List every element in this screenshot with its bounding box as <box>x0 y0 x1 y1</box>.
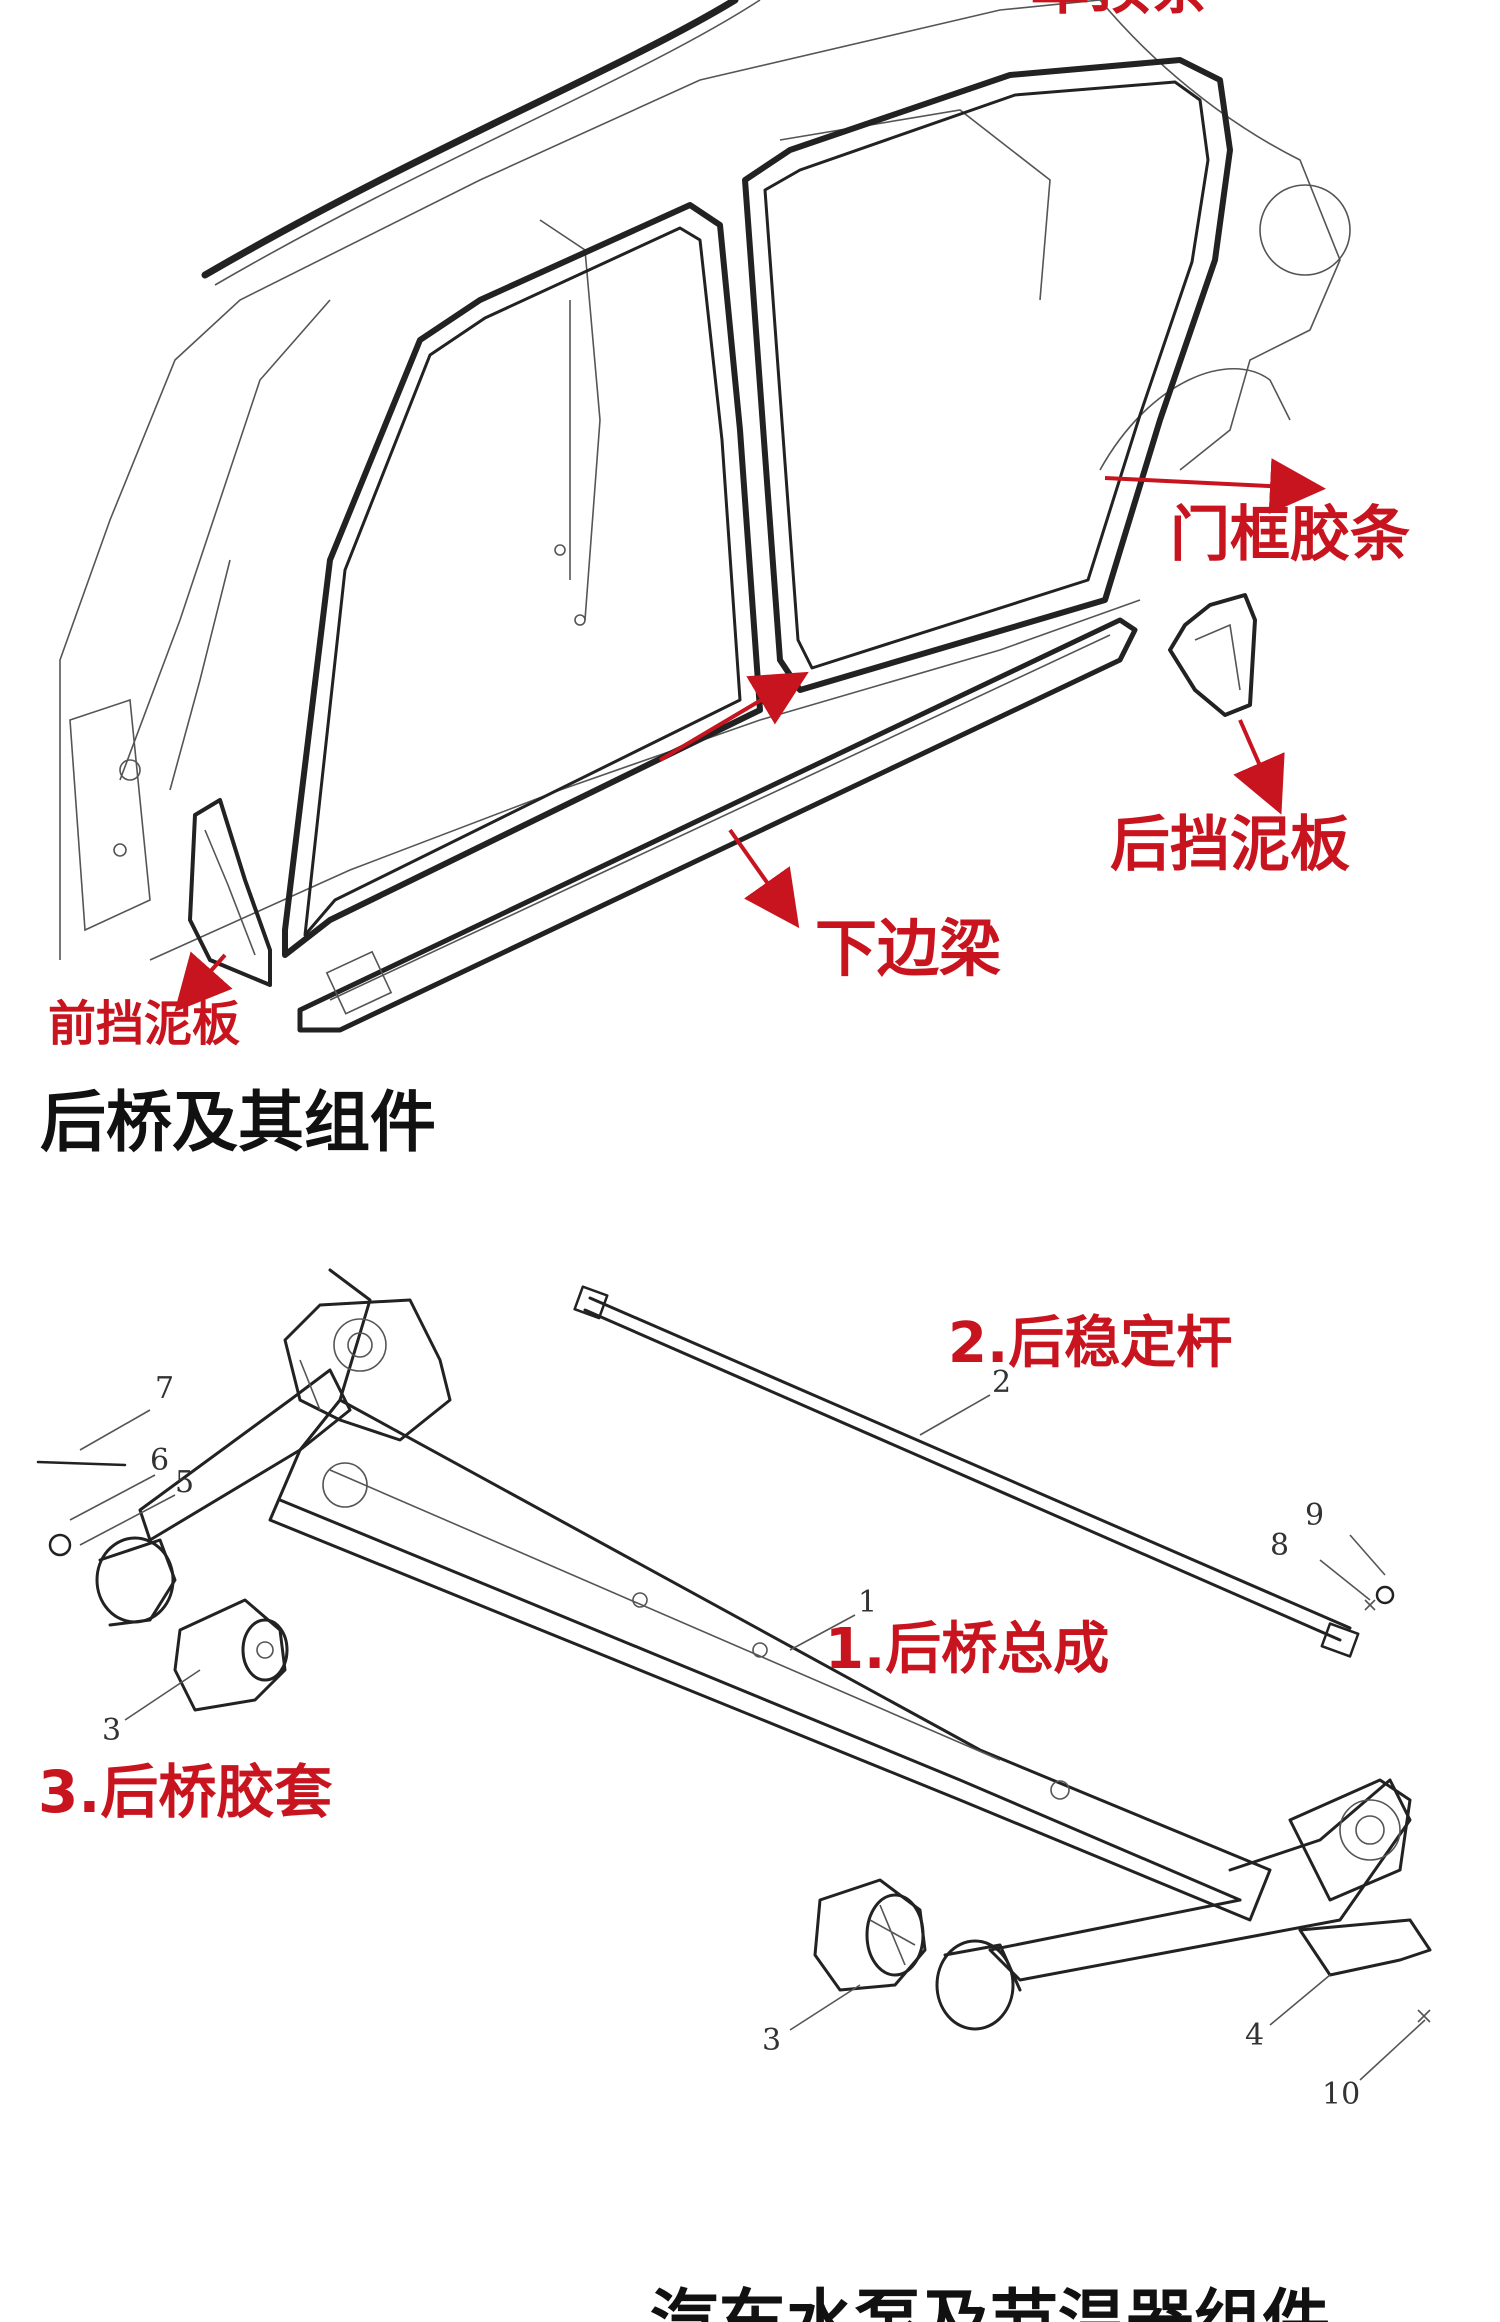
section3-heading: 汽车水泵及节温器组件 <box>650 2283 1330 2322</box>
label-rear-mudguard: 后挡泥板 <box>1110 810 1350 880</box>
rear-door-seal <box>742 57 1233 693</box>
screw-part-10 <box>1417 2009 1431 2023</box>
callout-10: 10 <box>1322 2077 1360 2112</box>
label-roof-strip: 车顶条 <box>1030 0 1210 23</box>
callout-3-left: 3 <box>102 1713 121 1748</box>
callout-5: 5 <box>175 1465 194 1500</box>
left-trailing-arm <box>138 1268 372 1542</box>
rear-stabilizer-bar <box>573 1285 1360 1658</box>
bushing-right-mounted <box>935 1939 1022 2031</box>
callout-2: 2 <box>992 1365 1011 1400</box>
washer-part-9 <box>1375 1585 1395 1605</box>
screw-part-8 <box>1364 1599 1376 1611</box>
callout-8: 8 <box>1270 1528 1289 1563</box>
bushing-right-loose <box>813 1878 927 1992</box>
bolt-part-7 <box>36 1460 127 1467</box>
callout-4: 4 <box>1245 2018 1264 2053</box>
bushing-left-mounted <box>95 1536 177 1627</box>
label-side-sill: 下边梁 <box>815 912 1001 985</box>
rear-axle-beam <box>268 1398 1272 1922</box>
bushing-left-loose <box>173 1598 289 1712</box>
label-front-mudguard: 前挡泥板 <box>48 996 240 1052</box>
front-mudguard <box>188 798 272 987</box>
label-rear-axle-bushing: 3.后桥胶套 <box>38 1758 332 1826</box>
right-trailing-arm <box>988 1778 1412 1982</box>
left-bracket <box>283 1298 452 1442</box>
callout-leader-lines <box>69 1394 1426 2081</box>
front-door-seal <box>282 202 763 958</box>
callout-1: 1 <box>858 1585 877 1620</box>
section1-arrows <box>174 458 1326 1012</box>
side-sill <box>297 617 1138 1033</box>
callout-3-right: 3 <box>762 2023 781 2058</box>
callout-9: 9 <box>1305 1498 1324 1533</box>
label-door-frame-seal: 门框胶条 <box>1170 500 1410 570</box>
section2-heading: 后桥及其组件 <box>40 1084 436 1161</box>
label-rear-stabilizer: 2.后稳定杆 <box>948 1311 1232 1376</box>
callout-6: 6 <box>150 1443 169 1478</box>
rear-axle-drawing <box>36 1268 1432 2031</box>
callout-7: 7 <box>155 1371 174 1406</box>
label-rear-axle-assembly: 1.后桥总成 <box>825 1617 1109 1682</box>
plate-part-4 <box>1298 1918 1432 1977</box>
washer-part-5 <box>48 1533 72 1557</box>
rear-mudguard <box>1168 593 1257 717</box>
